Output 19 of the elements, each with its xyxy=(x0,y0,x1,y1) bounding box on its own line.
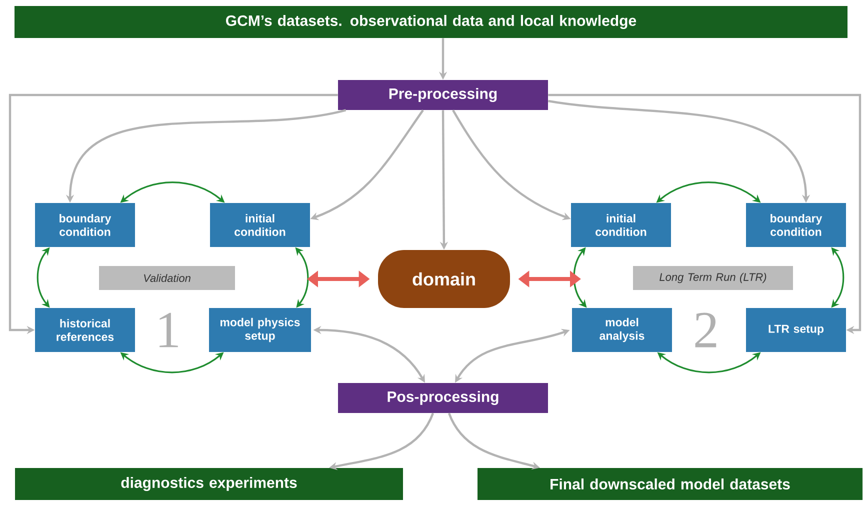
step-box: model analysis xyxy=(572,308,672,352)
label-box: Long Term Run (LTR) xyxy=(633,266,793,290)
process-box: Pre-processing xyxy=(338,80,548,110)
number-label: 1 xyxy=(160,312,178,348)
banner: Final downscaled model datasets xyxy=(478,468,862,500)
process-box: Pos-processing xyxy=(338,382,548,413)
arrow xyxy=(548,94,862,334)
step-box: initial condition xyxy=(210,203,310,247)
banner: GCM’s datasets. observational data and local knowledge xyxy=(14,6,848,38)
label-box: Validation xyxy=(99,266,235,290)
step-box: boundary condition xyxy=(746,203,846,247)
step-box: boundary condition xyxy=(35,203,135,247)
step-box: initial condition xyxy=(571,203,671,247)
banner: diagnostics experiments xyxy=(15,468,403,500)
number-label: 2 xyxy=(695,312,716,348)
rounded-box: domain xyxy=(378,250,510,308)
step-box: LTR setup xyxy=(746,308,846,352)
step-box: model physics setup xyxy=(209,308,311,352)
step-box: historical references xyxy=(35,308,135,352)
